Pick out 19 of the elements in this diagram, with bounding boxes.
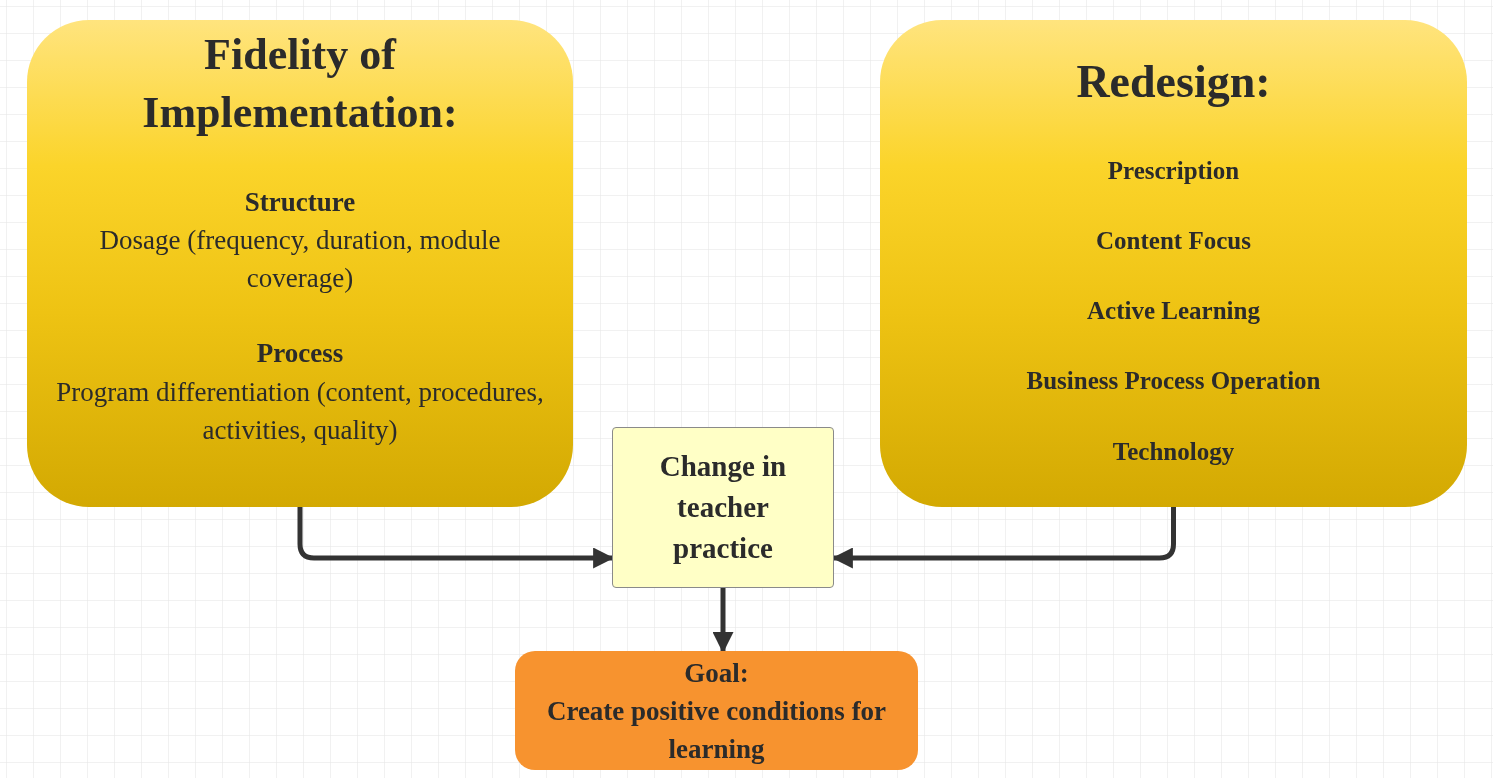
box-heading: Fidelity of Implementation: bbox=[141, 29, 459, 139]
body-text: Dosage (frequency, duration, module coverage) bbox=[98, 224, 502, 295]
section-heading: Structure bbox=[243, 186, 357, 219]
rounded-box bbox=[27, 20, 573, 507]
box-heading: Goal: bbox=[683, 656, 750, 690]
list-item: Business Process Operation bbox=[1025, 366, 1322, 396]
box-text: Create positive conditions for learning bbox=[545, 694, 888, 766]
box-text: Change in teacher practice bbox=[658, 449, 788, 566]
body-text: Program differentiation (content, procedures, activities, quality) bbox=[55, 376, 545, 447]
arrow bbox=[712, 588, 734, 654]
goal-box bbox=[515, 651, 918, 770]
list-item: Prescription bbox=[1106, 156, 1241, 186]
box-heading: Redesign: bbox=[1075, 55, 1272, 109]
list-item: Technology bbox=[1111, 437, 1236, 467]
list-item: Content Focus bbox=[1095, 226, 1252, 256]
section-heading: Process bbox=[255, 337, 345, 370]
process-box bbox=[612, 427, 834, 588]
list-item: Active Learning bbox=[1086, 296, 1261, 326]
rounded-box bbox=[880, 20, 1467, 507]
